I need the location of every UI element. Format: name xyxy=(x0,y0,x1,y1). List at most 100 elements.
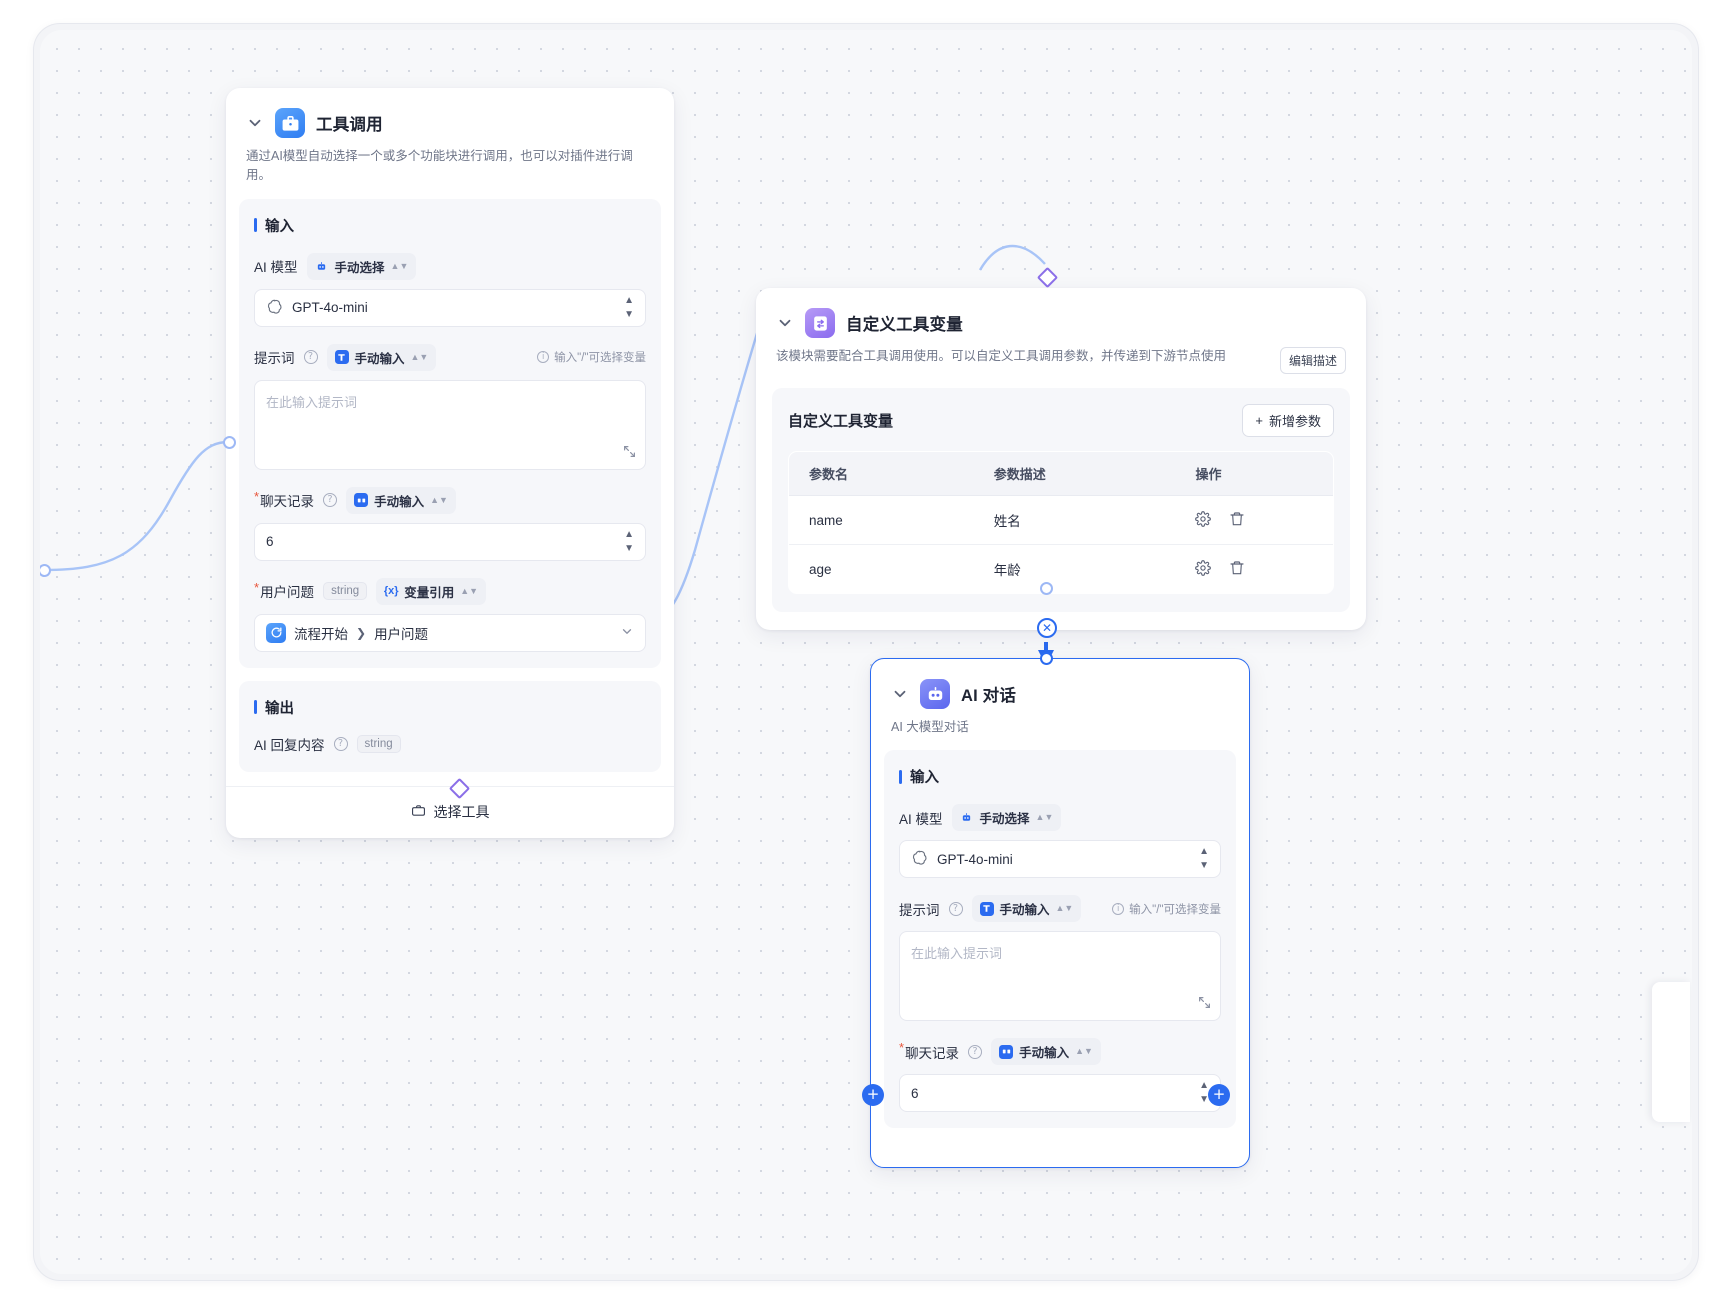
help-icon[interactable]: ? xyxy=(333,736,348,751)
help-icon[interactable]: ? xyxy=(948,901,963,916)
info-icon: i xyxy=(537,351,550,364)
chevron-updown-icon: ▲▼ xyxy=(430,494,448,505)
chevron-down-icon[interactable] xyxy=(891,685,909,703)
ai-model-select[interactable]: GPT-4o-mini ▲▼ xyxy=(254,288,646,327)
required-marker: * xyxy=(254,579,260,595)
stepper-arrows-icon[interactable]: ▲▼ xyxy=(624,528,634,554)
input-section: 输入 AI 模型 手动选择 ▲▼ xyxy=(884,750,1236,1129)
required-marker: * xyxy=(899,1040,905,1056)
stepper-arrows-icon[interactable]: ▲▼ xyxy=(1199,1080,1209,1106)
field-user-question: * 用户问题 string {x} 变量引用 ▲▼ xyxy=(254,577,646,652)
help-icon[interactable]: ? xyxy=(968,1044,983,1059)
chat-history-value: 6 xyxy=(266,534,274,550)
chevron-down-icon[interactable] xyxy=(776,314,794,332)
prompt-mode-label: 手动输入 xyxy=(999,903,1050,918)
chevron-right-icon: ❯ xyxy=(356,625,367,640)
prompt-mode-label: 手动输入 xyxy=(354,351,405,366)
prompt-label: 提示词 xyxy=(899,902,940,918)
robot-badge-icon xyxy=(315,259,329,273)
trash-icon[interactable] xyxy=(1229,511,1245,530)
node-title: 自定义工具变量 xyxy=(846,316,963,334)
text-input-badge-icon xyxy=(334,350,349,365)
select-tool-button[interactable]: 选择工具 xyxy=(226,785,674,838)
node-ai-chat[interactable]: AI 对话 AI 大模型对话 输入 AI 模型 手动选择 xyxy=(870,658,1250,1168)
table-header-row: 参数名 参数描述 操作 xyxy=(789,452,1333,496)
chevron-down-icon[interactable] xyxy=(620,624,634,641)
node-description: 该模块需要配合工具调用使用。可以自定义工具调用参数，并传递到下游节点使用 编辑描… xyxy=(776,347,1346,374)
ai-model-select[interactable]: GPT-4o-mini ▲▼ xyxy=(899,840,1221,879)
chevron-updown-icon: ▲▼ xyxy=(460,585,479,596)
output-section: 输出 AI 回复内容 ? string xyxy=(239,680,661,772)
add-node-right-button[interactable]: + xyxy=(1208,1084,1230,1106)
delete-edge-icon[interactable]: ✕ xyxy=(1037,618,1057,638)
node-tool-call[interactable]: 工具调用 通过AI模型自动选择一个或多个功能块进行调用，也可以对插件进行调用。 … xyxy=(226,88,674,838)
required-marker: * xyxy=(254,488,260,504)
field-chat-history: *聊天记录 ? 手动输入 ▲▼ 6 ▲▼ xyxy=(899,1038,1221,1113)
help-icon[interactable]: ? xyxy=(303,350,318,365)
chevron-updown-icon[interactable]: ▲▼ xyxy=(1199,846,1209,872)
variable-icon xyxy=(805,308,835,338)
chevron-updown-icon: ▲▼ xyxy=(1035,812,1054,823)
chevron-updown-icon: ▲▼ xyxy=(1055,903,1074,914)
user-question-ref-select[interactable]: 流程开始 ❯ 用户问题 xyxy=(254,613,646,652)
ai-model-mode-select[interactable]: 手动选择 ▲▼ xyxy=(951,804,1062,832)
user-question-mode-label: 变量引用 xyxy=(404,585,455,600)
prompt-variable-hint: i 输入"/"可选择变量 xyxy=(537,349,646,365)
ai-model-label: AI 模型 xyxy=(899,811,943,827)
ai-model-mode-label: 手动选择 xyxy=(334,260,385,275)
chevron-updown-icon: ▲▼ xyxy=(410,351,429,362)
gear-icon[interactable] xyxy=(1195,559,1212,579)
col-param-name: 参数名 xyxy=(789,452,974,496)
ai-model-value: GPT-4o-mini xyxy=(937,851,1013,867)
prompt-textarea[interactable]: 在此输入提示词 xyxy=(899,931,1221,1022)
chat-history-stepper[interactable]: 6 ▲▼ xyxy=(254,522,646,561)
chevron-updown-icon[interactable]: ▲▼ xyxy=(624,294,634,320)
input-section-title: 输入 xyxy=(254,215,646,236)
edit-description-button[interactable]: 编辑描述 xyxy=(1279,347,1346,374)
table-row[interactable]: name 姓名 xyxy=(789,495,1333,545)
col-param-desc: 参数描述 xyxy=(973,452,1176,496)
user-question-type-tag: string xyxy=(323,582,368,601)
prompt-textarea[interactable]: 在此输入提示词 xyxy=(254,379,646,470)
input-section-title: 输入 xyxy=(899,766,1221,787)
flow-start-icon xyxy=(266,622,286,643)
prompt-mode-select[interactable]: 手动输入 ▲▼ xyxy=(971,895,1082,923)
prompt-label: 提示词 xyxy=(254,351,295,367)
chat-history-mode-label: 手动输入 xyxy=(1019,1046,1070,1061)
field-prompt: 提示词 ? 手动输入 ▲▼ i 输入"/"可选择变量 xyxy=(899,895,1221,1022)
add-node-left-button[interactable]: + xyxy=(862,1084,884,1106)
expand-icon[interactable] xyxy=(1198,996,1211,1012)
gear-icon[interactable] xyxy=(1195,510,1212,530)
input-port-tool-call[interactable] xyxy=(223,436,236,449)
add-parameter-button[interactable]: + 新增参数 xyxy=(1242,404,1334,437)
trash-icon[interactable] xyxy=(1229,560,1245,579)
output-port-custom-tool-var[interactable] xyxy=(1040,582,1053,595)
ref-field-label: 用户问题 xyxy=(374,626,429,642)
ai-model-label: AI 模型 xyxy=(254,260,298,276)
prompt-variable-hint: i 输入"/"可选择变量 xyxy=(1112,901,1221,917)
toolbox-icon xyxy=(275,108,305,138)
node-description: AI 大模型对话 xyxy=(891,720,969,734)
variable-reference-chip: 流程开始 ❯ 用户问题 xyxy=(266,622,429,643)
ai-model-value: GPT-4o-mini xyxy=(292,300,368,316)
ai-model-mode-select[interactable]: 手动选择 ▲▼ xyxy=(306,252,417,280)
chat-history-mode-select[interactable]: 手动输入 ▲▼ xyxy=(346,486,456,514)
chat-history-label: *聊天记录 xyxy=(899,1040,960,1061)
input-port-ai-chat[interactable] xyxy=(1040,652,1053,665)
chevron-down-icon[interactable] xyxy=(246,114,264,132)
field-ai-model: AI 模型 手动选择 ▲▼ GPT-4o-min xyxy=(254,252,646,327)
cell-actions xyxy=(1175,545,1333,594)
prompt-mode-select[interactable]: 手动输入 ▲▼ xyxy=(326,343,437,371)
help-icon[interactable]: ? xyxy=(323,493,338,508)
expand-icon[interactable] xyxy=(623,445,636,461)
custom-variable-table-box: 自定义工具变量 + 新增参数 参数名 参数描述 操作 xyxy=(772,388,1350,612)
user-question-mode-select[interactable]: {x} 变量引用 ▲▼ xyxy=(376,577,487,605)
chat-history-mode-label: 手动输入 xyxy=(374,494,425,509)
chat-history-mode-select[interactable]: 手动输入 ▲▼ xyxy=(991,1038,1101,1066)
side-panel-peek[interactable] xyxy=(1652,982,1690,1122)
prompt-placeholder: 在此输入提示词 xyxy=(911,946,1003,962)
node-custom-tool-var[interactable]: 自定义工具变量 该模块需要配合工具调用使用。可以自定义工具调用参数，并传递到下游… xyxy=(756,288,1366,630)
table-row[interactable]: age 年龄 xyxy=(789,545,1333,594)
chevron-updown-icon: ▲▼ xyxy=(390,260,409,271)
chat-history-stepper[interactable]: 6 ▲▼ xyxy=(899,1074,1221,1113)
